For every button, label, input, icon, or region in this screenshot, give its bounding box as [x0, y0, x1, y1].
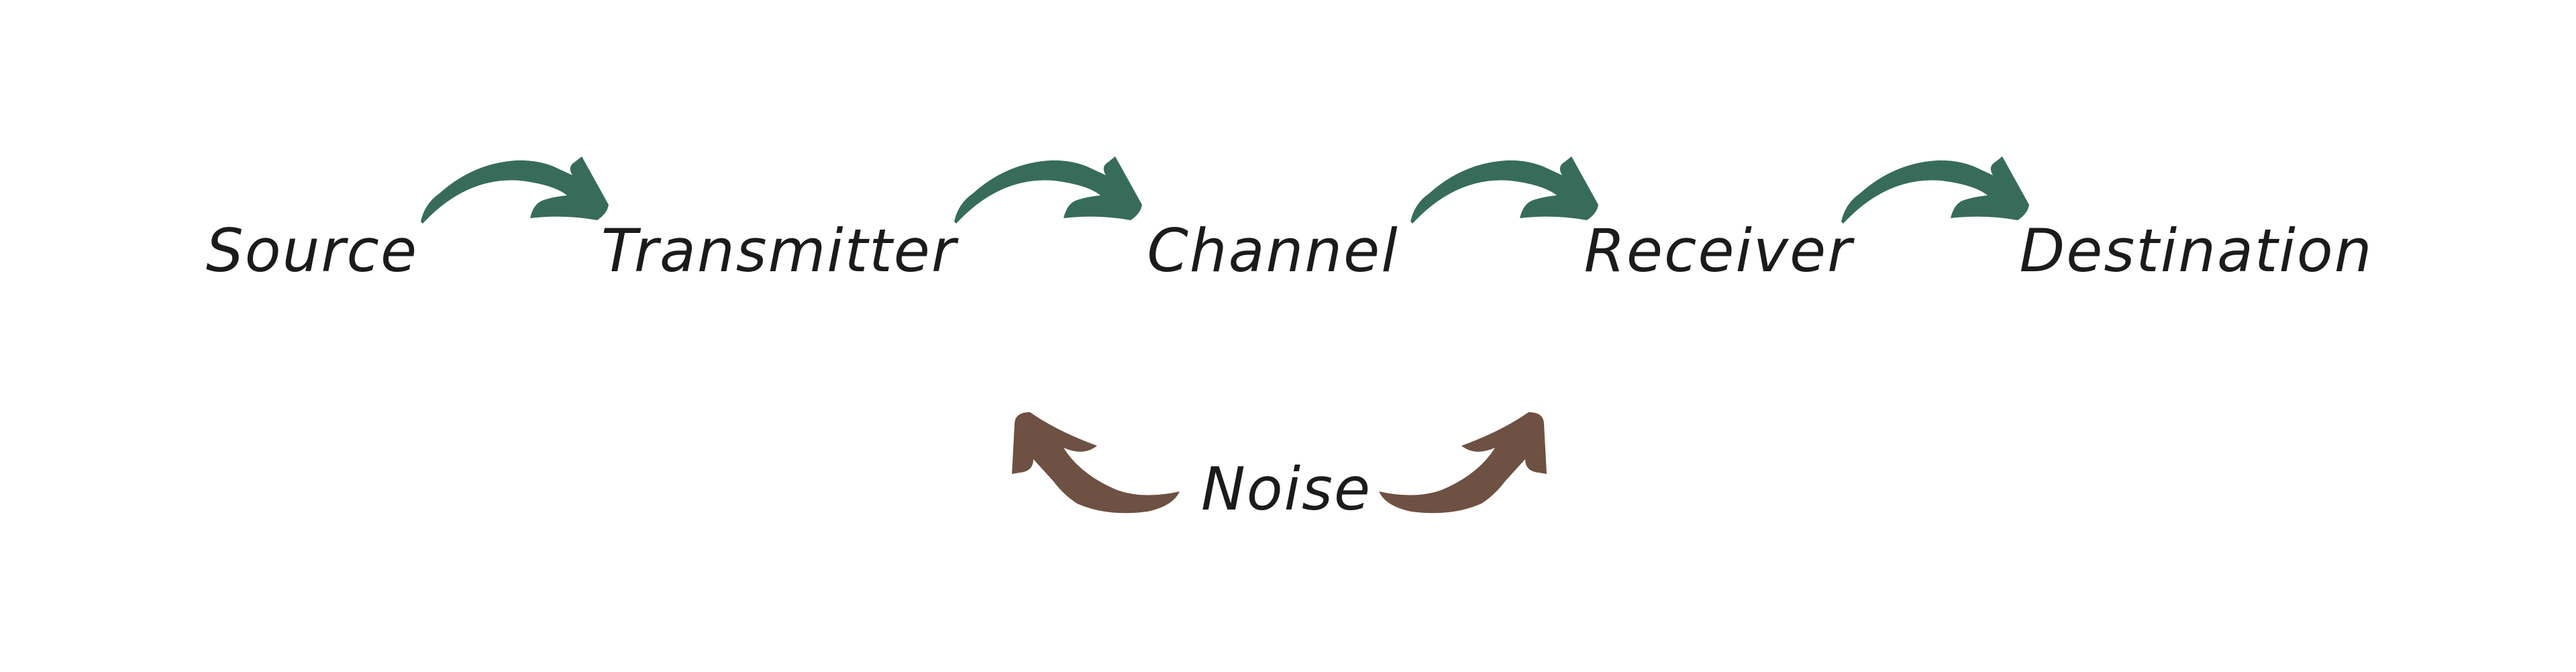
arrow-noise-right — [1379, 412, 1547, 514]
node-destination: Destination — [2020, 216, 2373, 285]
node-transmitter: Transmitter — [601, 216, 959, 285]
arrow-noise-left — [1012, 412, 1180, 514]
node-receiver: Receiver — [1584, 216, 1855, 285]
arrow-source-to-transmitter — [421, 156, 609, 224]
node-channel: Channel — [1147, 216, 1398, 285]
node-source: Source — [206, 216, 418, 285]
arrow-transmitter-to-channel — [954, 156, 1142, 224]
arrow-channel-to-receiver — [1410, 156, 1598, 224]
node-noise: Noise — [1201, 454, 1372, 524]
arrow-receiver-to-destination — [1841, 156, 2029, 224]
